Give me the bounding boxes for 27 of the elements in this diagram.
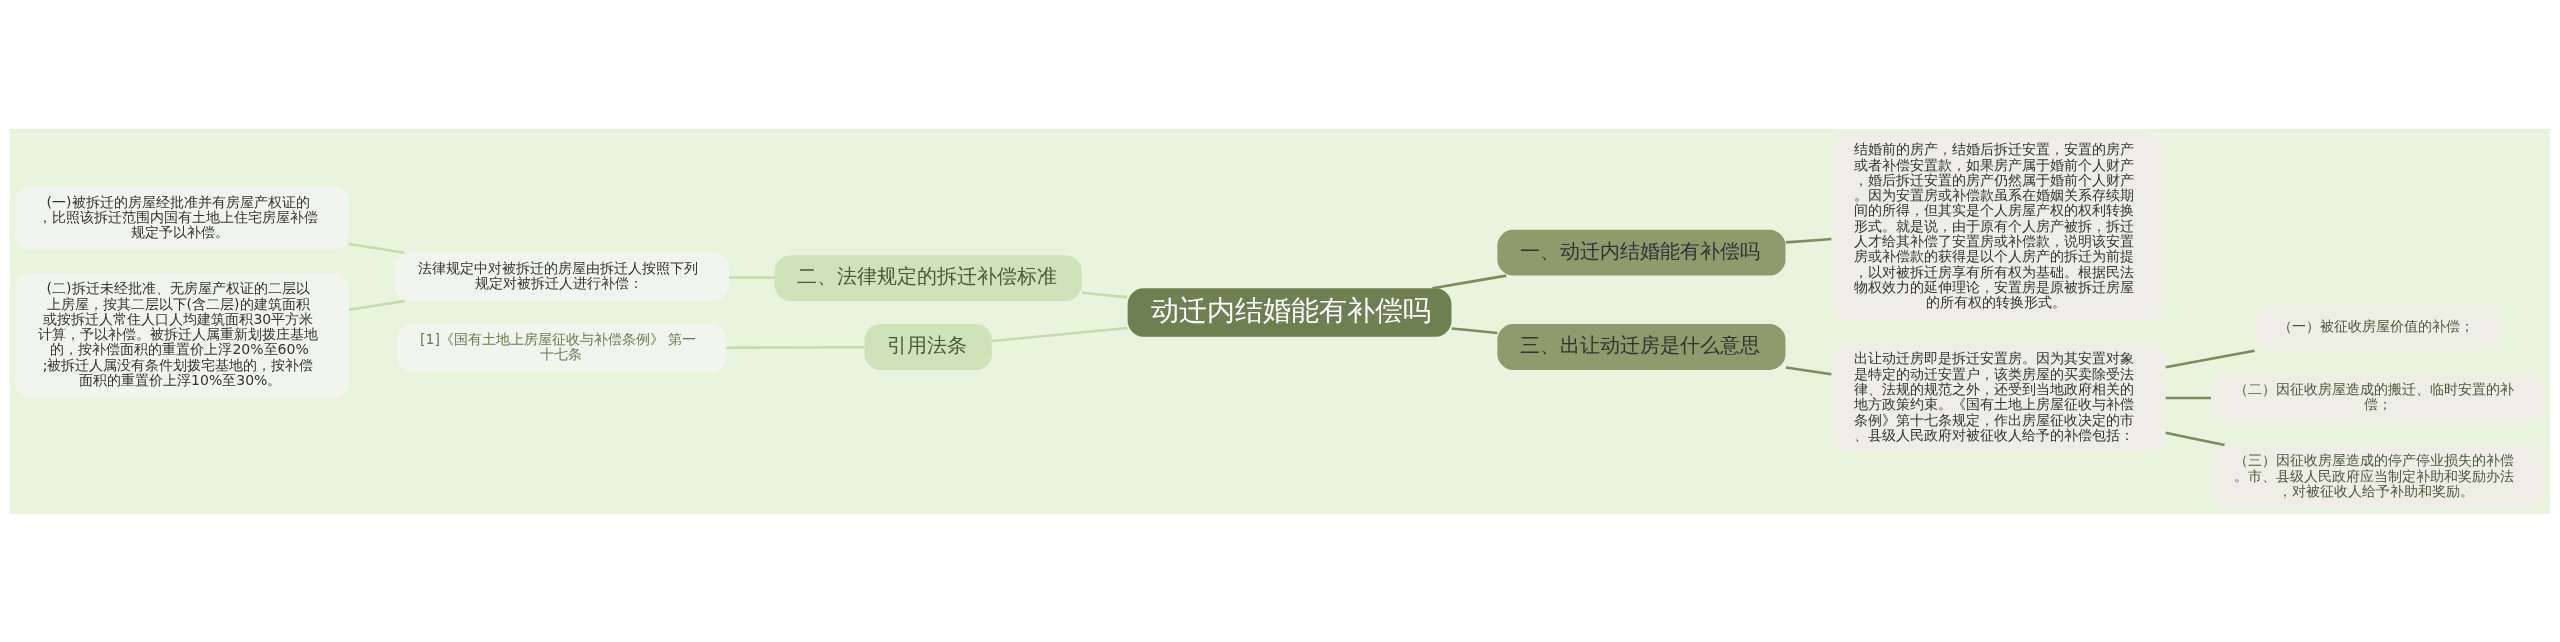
node-box: (一)被拆迁的房屋经批准并有房屋产权证的，比照该拆迁范围内国有土地上住宅房屋补偿规定予以补偿。	[14, 185, 349, 250]
node-box: [1]《国有土地上房屋征收与补偿条例》 第一十七条	[397, 323, 727, 372]
connector	[1785, 365, 1832, 375]
node-box: 三、出让动迁房是什么意思	[1497, 323, 1786, 370]
node-box: 动迁内结婚能有补偿吗	[1127, 287, 1452, 337]
connector	[726, 345, 865, 349]
connector	[1785, 237, 1832, 244]
node-box: （三）因征收房屋造成的停产停业损失的补偿。市、县级人民政府应当制定补助和奖励办法，对被征收人给予补助和奖励。	[2211, 444, 2546, 509]
connector	[991, 326, 1128, 342]
connector	[1432, 273, 1507, 290]
node-box: 结婚前的房产，结婚后拆迁安置，安置的房产或者补偿安置款，如果房产属于婚前个人财产，婚后拆迁安置的房产仍然属于婚前个人财产。因为安置房或补偿款虽系在婚姻关系存续期间的所得，但其实是个人房屋产权的权利转换形式。就是说，由于原有个人房产被拆，拆迁人才给其补偿了安置房或补偿款，说明该安置房或补偿款的获得是以个人房产的拆迁为前提，以对被拆迁房享有所有权为基础。根据民法物权效力的延伸理论，安置房是原被拆迁房屋的所有权的转换形式。	[1831, 133, 2166, 320]
connector	[2165, 396, 2211, 399]
connector	[2165, 348, 2255, 368]
connector	[1451, 326, 1498, 334]
connector	[2165, 431, 2225, 446]
node-box: （一）被征收房屋价值的补偿；	[2254, 304, 2502, 351]
node-box: 引用法条	[864, 323, 992, 370]
connector	[1082, 291, 1128, 298]
node-box: 一、动迁内结婚能有补偿吗	[1497, 229, 1786, 276]
connector	[348, 299, 405, 311]
node-box: 出让动迁房即是拆迁安置房。因为其安置对象是特定的动迁安置户，该类房屋的买卖除受法律、法规的规范之外，还受到当地政府相关的地方政策约束。《国有土地上房屋征收与补偿条例》第十七条规定，作出房屋征收决定的市、县级人民政府对被征收人给予的补偿包括：	[1831, 342, 2166, 453]
node-box: （二）因征收房屋造成的搬迁、临时安置的补偿；	[2211, 373, 2546, 422]
node-box: 法律规定中对被拆迁的房屋由拆迁人按照下列规定对被拆迁人进行补偿：	[394, 252, 729, 301]
connector	[348, 242, 405, 254]
node-box: (二)拆迁未经批准、无房屋产权证的二层以上房屋，按其二层以下(含二层)的建筑面积或按拆迁人常住人口人均建筑面积30平方米计算，予以补偿。被拆迁人属重新划拨庄基地的，按补偿面积的重置价上浮20%至60%;被拆迁人属没有条件划拨宅基地的，按补偿面积的重置价上浮10%至30%。	[14, 272, 349, 398]
connector	[728, 275, 775, 279]
node-box: 二、法律规定的拆迁补偿标准	[774, 254, 1082, 301]
